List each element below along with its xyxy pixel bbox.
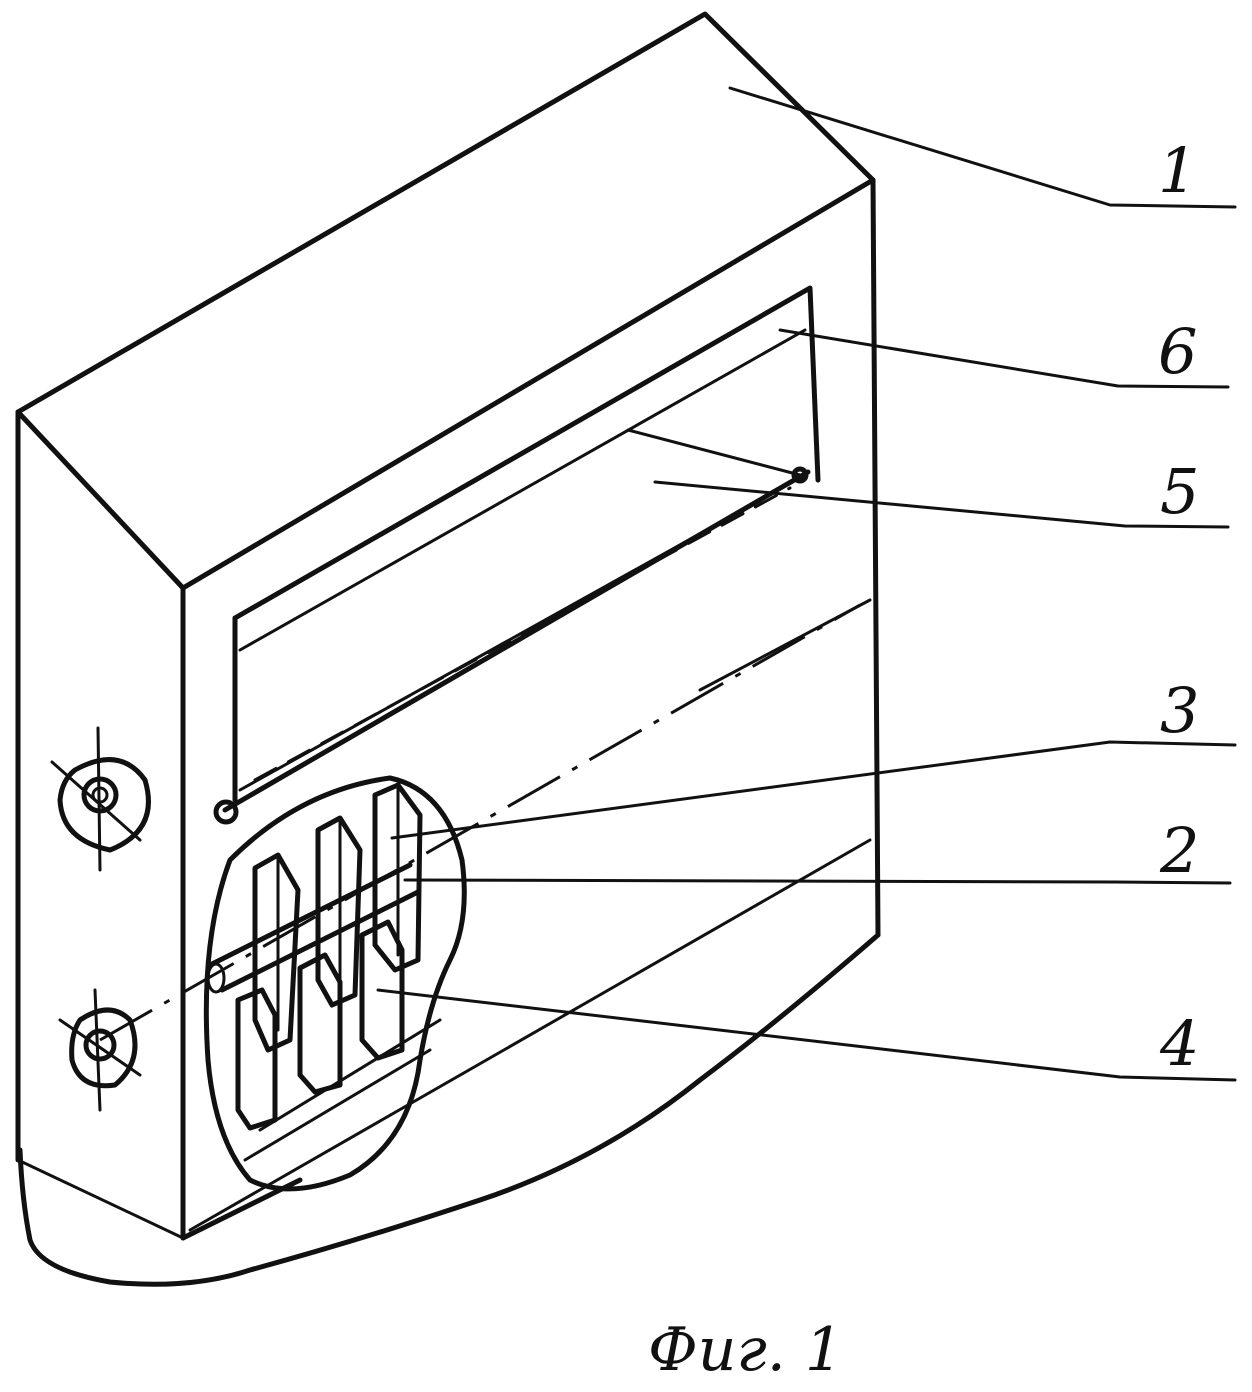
adjustment-knob-upper <box>50 726 151 872</box>
leader-5 <box>653 480 1230 529</box>
callout-label: 4 <box>1159 1007 1199 1080</box>
housing-front-right-edge <box>870 177 881 938</box>
callout-label: 2 <box>1159 814 1199 887</box>
blade-block <box>235 782 423 1131</box>
shaft <box>206 862 421 994</box>
housing-top-face <box>15 11 876 591</box>
housing <box>15 11 881 1287</box>
leader-3 <box>390 740 1237 840</box>
leader-1 <box>728 86 1237 209</box>
screen <box>213 428 809 825</box>
blade <box>235 987 278 1131</box>
blade <box>359 919 405 1061</box>
window-frame <box>222 285 821 813</box>
blade <box>297 952 343 1095</box>
axis-line <box>99 603 861 1042</box>
adjustment-knob-lower <box>58 988 142 1112</box>
leader-2 <box>403 878 1232 885</box>
screen-pivot <box>213 799 239 825</box>
leader-6 <box>778 328 1230 389</box>
housing-side-bottom-edge <box>16 1158 185 1240</box>
callout-label: 5 <box>1160 455 1199 528</box>
cutaway-view <box>203 775 467 1192</box>
callout-label: 1 <box>1158 134 1197 207</box>
callout-label: 6 <box>1158 315 1197 388</box>
leader-4 <box>376 988 1237 1082</box>
callout-label: 3 <box>1160 674 1199 747</box>
housing-lower-edge <box>188 838 872 1232</box>
figure-caption: Фиг. 1 <box>648 1315 843 1385</box>
leader-lines <box>376 86 1237 1082</box>
cutaway-outline <box>203 775 467 1192</box>
housing-break-line <box>17 932 881 1287</box>
